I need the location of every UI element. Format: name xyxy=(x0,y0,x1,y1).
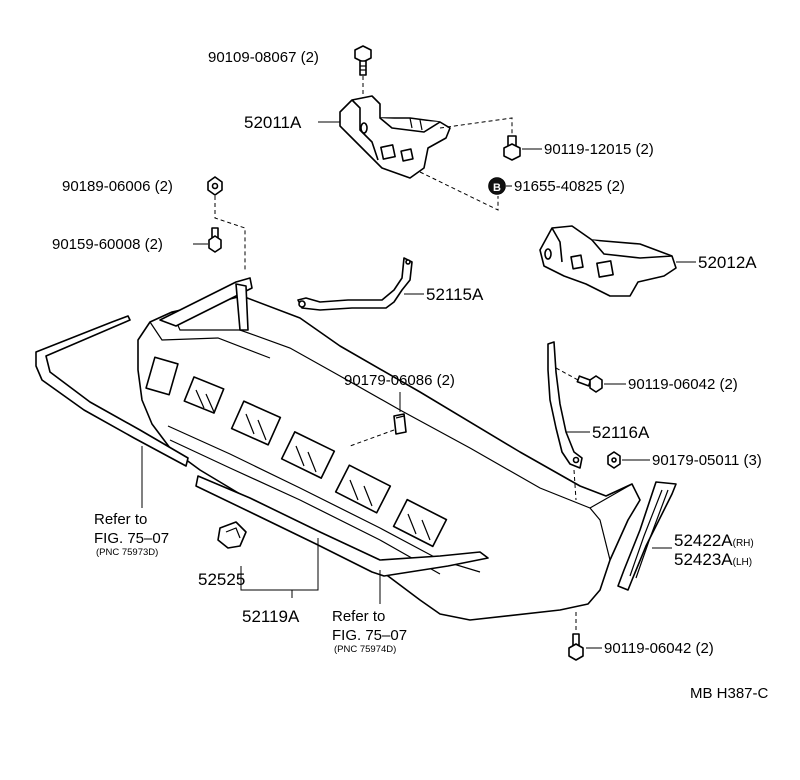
label-retainer: 52525 xyxy=(198,570,245,589)
label-seal-rh-part: 52422A xyxy=(674,531,733,550)
lower-moulding-icon xyxy=(195,475,489,577)
bolt-right-top-icon xyxy=(503,135,521,161)
ref-right-line2: FIG. 75–07 xyxy=(332,627,407,644)
bracket-left-icon xyxy=(339,95,451,179)
side-seal-icon xyxy=(617,481,677,591)
figure-code: MB H387-C xyxy=(690,685,769,702)
bumper-cover-icon xyxy=(137,277,641,621)
upper-moulding-left-icon xyxy=(35,315,189,467)
plug-b-icon xyxy=(488,177,506,195)
label-seal-lh-suffix: (LH) xyxy=(733,557,752,568)
bolt-bottom-icon xyxy=(568,633,584,661)
clip-center-icon xyxy=(393,413,407,435)
label-bracket-right: 52012A xyxy=(698,253,757,272)
label-seal-lh: 52423A(LH) xyxy=(674,550,752,569)
ref-left-line1: Refer to xyxy=(94,511,147,528)
label-bolt-bottom: 90119-06042 (2) xyxy=(604,640,714,657)
label-seal-lh-part: 52423A xyxy=(674,550,733,569)
ref-left-pnc: (PNC 75973D) xyxy=(96,547,158,558)
label-bolt-top: 90109-08067 (2) xyxy=(208,49,319,66)
label-nut-left: 90189-06006 (2) xyxy=(62,178,173,195)
bracket-right-icon xyxy=(539,225,677,297)
label-bolt-left: 90159-60008 (2) xyxy=(52,236,163,253)
label-bolt-right-top: 90119-12015 (2) xyxy=(544,141,654,158)
label-plug-b: 91655-40825 (2) xyxy=(514,178,625,195)
bolt-right-mid-icon xyxy=(576,375,603,393)
plug-b-letter: B xyxy=(493,182,501,194)
stay-right-icon xyxy=(547,341,583,469)
bolt-left-icon xyxy=(208,227,222,253)
label-bracket-left: 52011A xyxy=(244,113,302,132)
nut-left-icon xyxy=(207,176,223,196)
ref-right-line1: Refer to xyxy=(332,608,385,625)
label-seal-rh: 52422A(RH) xyxy=(674,531,754,550)
label-clip-center: 90179-06086 (2) xyxy=(344,372,455,389)
label-seal-rh-suffix: (RH) xyxy=(733,538,754,549)
ref-right-pnc: (PNC 75974D) xyxy=(334,644,396,655)
retainer-icon xyxy=(217,521,247,549)
ref-left-line2: FIG. 75–07 xyxy=(94,530,169,547)
label-lower-moulding: 52119A xyxy=(242,607,300,626)
label-stay-right: 52116A xyxy=(592,423,650,442)
bolt-top-icon xyxy=(354,45,372,76)
label-stay-left: 52115A xyxy=(426,285,484,304)
label-bolt-right-mid: 90119-06042 (2) xyxy=(628,376,738,393)
stay-left-icon xyxy=(297,257,413,311)
nut-right-icon xyxy=(607,451,621,469)
label-nut-right: 90179-05011 (3) xyxy=(652,452,762,469)
